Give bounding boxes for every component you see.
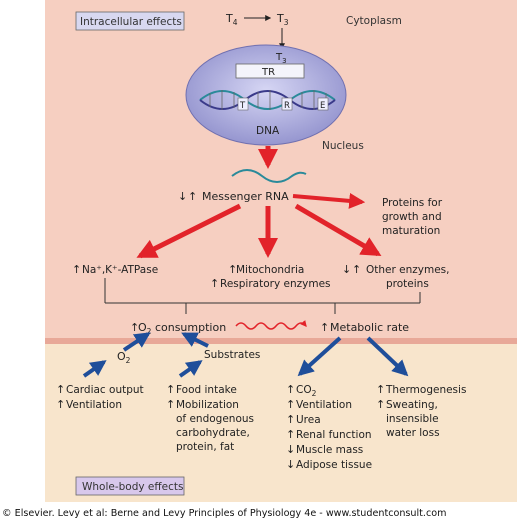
mrna-label: Messenger RNA: [202, 190, 289, 203]
cytoplasm-label: Cytoplasm: [346, 15, 402, 27]
dna-t-label: T: [239, 101, 246, 111]
ventilation-left-label: Ventilation: [66, 399, 122, 411]
substrates-to-consumption-arrow: [181, 332, 209, 348]
mrna-to-proteins-arrow: [292, 192, 366, 209]
mobilization-line4: protein, fat: [176, 441, 234, 453]
mobilization-line1: Mobilization: [176, 399, 239, 411]
atpase-label: Na⁺,K⁺-ATPase: [82, 264, 158, 276]
mitochondria-up-arrow: ↑: [228, 263, 237, 276]
sweating-line3: water loss: [386, 427, 440, 439]
food-up-arrow: ↑: [166, 383, 175, 396]
mobilization-line2: of endogenous: [176, 413, 254, 425]
thermo-label: Thermogenesis: [385, 384, 466, 396]
membrane-line: [45, 338, 517, 344]
tr-label: TR: [261, 67, 275, 78]
ventilation-right-up-arrow: ↑: [286, 398, 295, 411]
mrna-to-enzymes-arrow: [294, 203, 382, 257]
urea-label: Urea: [296, 414, 321, 426]
food-label: Food intake: [176, 384, 237, 396]
t4-label: T4: [225, 12, 238, 27]
proteins-label: proteins: [386, 278, 429, 290]
enzymes-up-arrow: ↑: [352, 263, 361, 276]
whole-body-label-box: [75, 476, 185, 496]
o2-consumption-up-arrow: ↑: [130, 321, 139, 334]
food-to-substrates-arrow: [178, 360, 203, 378]
adipose-label: Adipose tissue: [296, 459, 372, 471]
cardiac-up-arrow: ↑: [56, 383, 65, 396]
urea-up-arrow: ↑: [286, 413, 295, 426]
dna-label: DNA: [256, 125, 280, 137]
metabolic-label: Metabolic rate: [330, 321, 409, 334]
proteins-growth-line1: Proteins for: [382, 197, 443, 209]
renal-label: Renal function: [296, 429, 372, 441]
wavy-arrow: [235, 320, 307, 330]
tr-receptor: [235, 63, 305, 79]
o2-consumption-label: O2 consumption: [138, 321, 226, 336]
nucleus-label: Nucleus: [322, 140, 364, 152]
enzymes-label: Other enzymes,: [366, 264, 450, 276]
copyright-text: © Elsevier. Levy et al: Berne and Levy P…: [2, 508, 446, 519]
intracellular-label-box: [75, 11, 185, 31]
sweating-up-arrow: ↑: [376, 398, 385, 411]
mobilization-up-arrow: ↑: [166, 398, 175, 411]
muscle-down-arrow: ↓: [286, 443, 295, 456]
substrates-label: Substrates: [204, 349, 260, 361]
sweating-line1: Sweating,: [386, 399, 438, 411]
mitochondria-label: Mitochondria: [236, 264, 304, 276]
intracellular-label: Intracellular effects: [80, 16, 182, 28]
mrna-down-arrow: ↓: [178, 190, 187, 203]
dna-e-label: E: [320, 101, 325, 111]
sweating-line2: insensible: [386, 413, 439, 425]
muscle-label: Muscle mass: [296, 444, 363, 456]
whole-body-label: Whole-body effects: [82, 481, 183, 493]
t3-inner-label: T3: [275, 52, 287, 65]
o2-to-consumption-arrow: [122, 332, 151, 352]
mrna-up-arrow: ↑: [188, 190, 197, 203]
thermo-up-arrow: ↑: [376, 383, 385, 396]
bracket-lines: [104, 278, 421, 314]
ventilation-right-label: Ventilation: [296, 399, 352, 411]
cardiac-label: Cardiac output: [66, 384, 144, 396]
mrna-to-atpase-arrow: [136, 203, 242, 259]
proteins-growth-line3: maturation: [382, 225, 440, 237]
metabolic-to-co2-arrow: [297, 336, 342, 377]
dna-r-box: [281, 97, 293, 111]
dna-t-box: [237, 97, 249, 111]
dna-helix: [199, 90, 336, 110]
enzymes-down-arrow: ↓: [342, 263, 351, 276]
metabolic-to-thermo-arrow: [366, 336, 409, 377]
co2-label: CO2: [296, 384, 317, 398]
dna-r-label: R: [284, 101, 290, 111]
renal-up-arrow: ↑: [286, 428, 295, 441]
respiratory-label: Respiratory enzymes: [220, 278, 331, 290]
mobilization-line3: carbohydrate,: [176, 427, 250, 439]
metabolic-up-arrow: ↑: [320, 321, 329, 334]
mrna-squiggle: [231, 169, 307, 183]
ventilation-left-up-arrow: ↑: [56, 398, 65, 411]
respiratory-up-arrow: ↑: [210, 277, 219, 290]
dna-e-box: [317, 97, 329, 111]
t3-label: T3: [276, 12, 289, 27]
o2-label: O2: [117, 350, 131, 365]
co2-up-arrow: ↑: [286, 383, 295, 396]
atpase-up-arrow: ↑: [72, 263, 81, 276]
cardiac-to-o2-arrow: [82, 360, 107, 378]
proteins-growth-line2: growth and: [382, 211, 442, 223]
nucleus-ellipse: [185, 44, 347, 146]
adipose-down-arrow: ↓: [286, 458, 295, 471]
whole-body-region: [45, 344, 517, 502]
